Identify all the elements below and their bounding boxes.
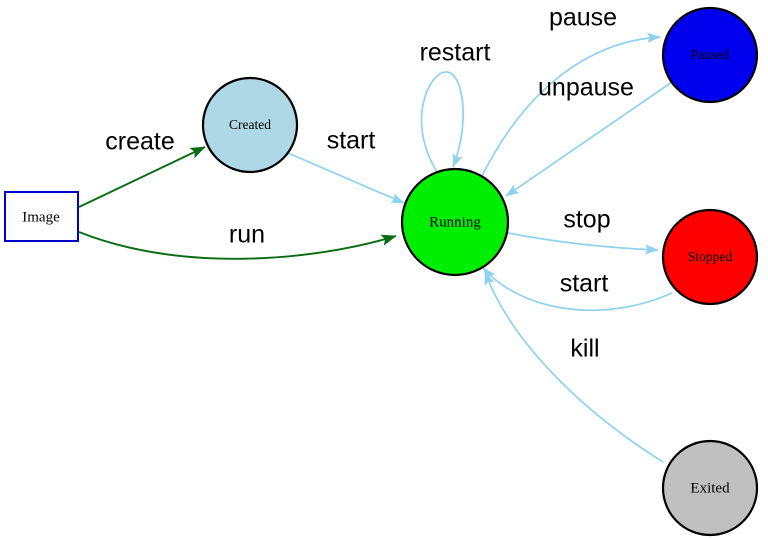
node-running[interactable]: Running [400,167,510,277]
node-paused[interactable]: Paused [661,6,759,104]
edge-pause-path [481,32,661,177]
node-running-circle [400,167,510,277]
edge-unpause-path [505,81,673,197]
edge-label-start-created: start [327,127,376,155]
node-exited-label: Exited [690,480,730,496]
node-paused-label: Paused [691,47,729,62]
edge-label-kill: kill [570,335,599,363]
edge-create[interactable] [78,146,206,208]
node-image[interactable]: Image [4,191,79,242]
edge-start-created-path [287,152,405,204]
edge-run[interactable] [78,231,397,260]
edge-start-created[interactable] [287,152,405,204]
edge-label-stop: stop [563,206,610,234]
edge-create-path [78,146,206,208]
node-created-label: Created [229,117,271,132]
edge-unpause[interactable] [505,81,673,197]
node-paused-circle [661,6,759,104]
node-exited-circle [661,439,759,537]
node-image-label: Image [22,209,60,225]
node-stopped-label: Stopped [688,249,733,264]
edge-label-restart: restart [420,39,491,67]
edge-run-path [78,231,397,260]
edge-kill[interactable] [484,271,664,463]
edge-label-unpause: unpause [538,74,634,102]
edge-stop[interactable] [507,232,659,255]
edge-label-pause: pause [549,4,617,32]
node-image-rect [4,191,79,242]
node-stopped[interactable]: Stopped [661,208,759,306]
edge-restart-path [420,71,464,173]
edge-stop-path [507,232,659,255]
edge-label-create: create [105,128,174,156]
edge-start-stopped-path [482,267,673,311]
node-created-circle [201,76,299,174]
edge-label-run: run [229,221,265,249]
edge-kill-path [484,271,664,463]
edge-restart[interactable] [420,71,464,173]
node-running-label: Running [429,214,481,230]
node-exited[interactable]: Exited [661,439,759,537]
edge-label-start-stopped: start [560,270,609,298]
edge-start-stopped[interactable] [482,267,673,311]
node-stopped-circle [661,208,759,306]
node-created[interactable]: Created [201,76,299,174]
edge-pause[interactable] [481,32,661,177]
